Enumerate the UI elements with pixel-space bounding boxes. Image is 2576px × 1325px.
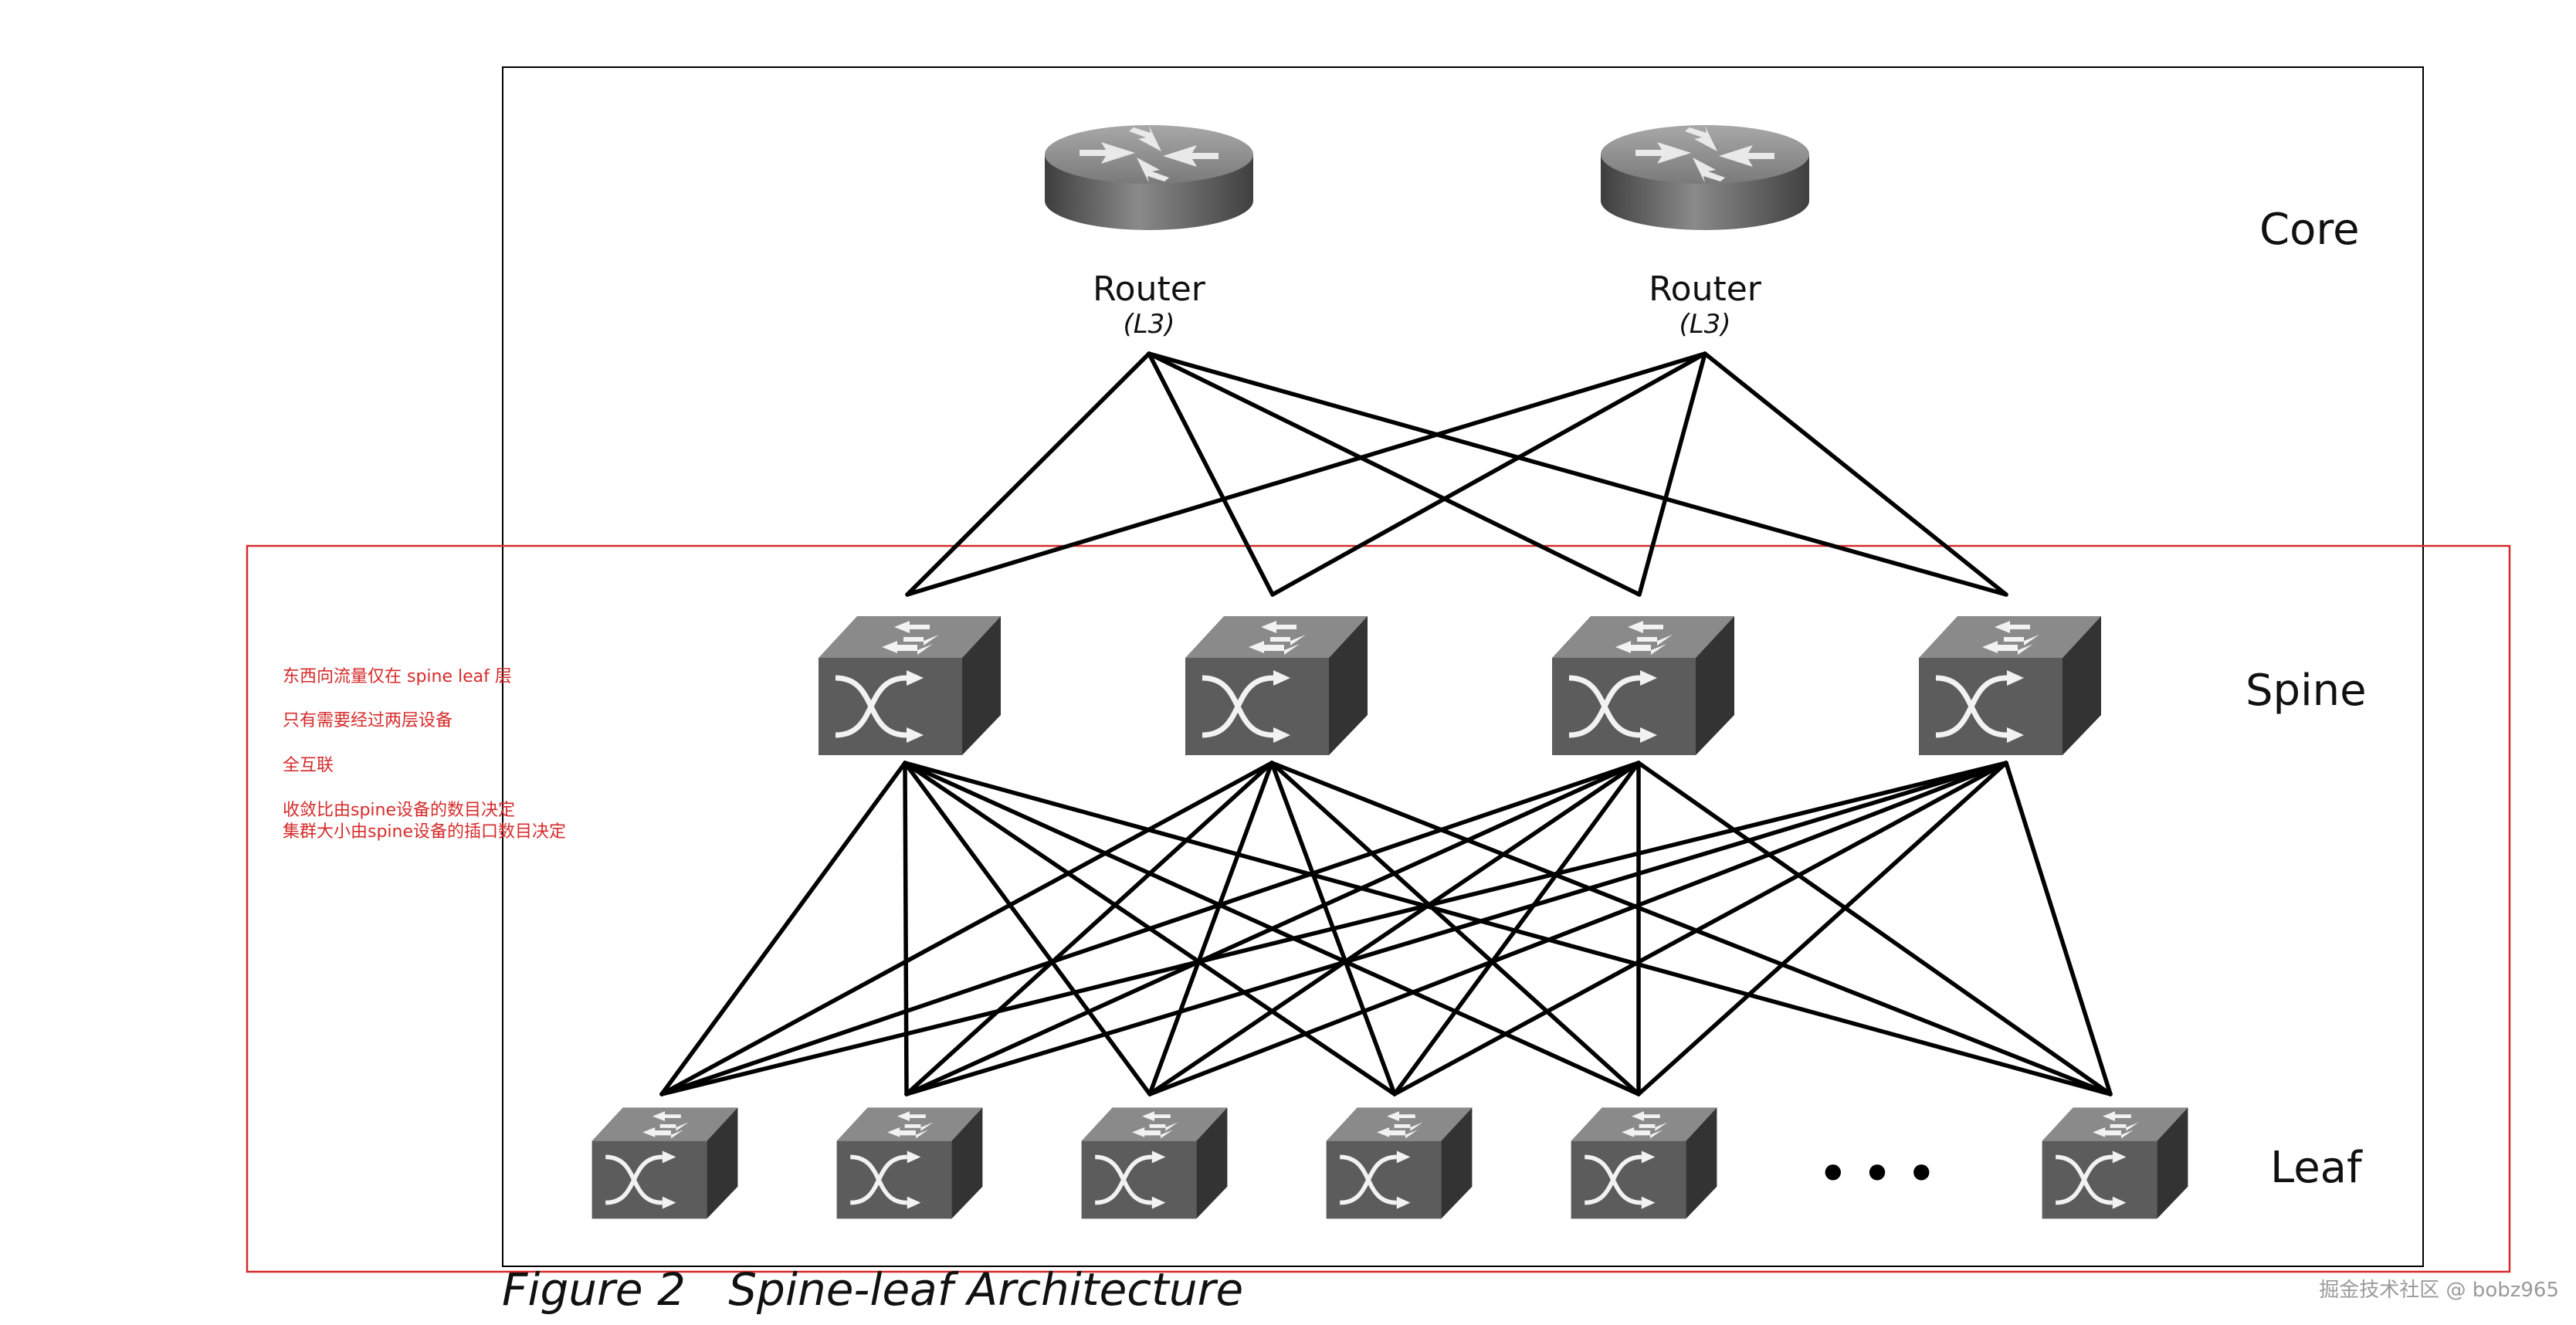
router-label: Router (L3) (1056, 269, 1242, 341)
router-spine-links (905, 351, 2008, 597)
layer-label-spine: Spine (2246, 666, 2367, 716)
router-name: Router (1093, 269, 1205, 309)
router-icon (1033, 125, 1265, 230)
note-cluster-size: 集群大小由spine设备的插口数目决定 (283, 822, 567, 842)
leaf-switch-icon (2042, 1107, 2188, 1218)
spine-switch-icon (1552, 616, 1734, 755)
router-layer: (L3) (1123, 309, 1175, 340)
note-east-west-traffic: 东西向流量仅在 spine leaf 层 (283, 667, 512, 686)
layer-label-leaf: Leaf (2270, 1143, 2362, 1193)
note-two-layer-devices: 只有需要经过两层设备 (283, 711, 453, 730)
layer-label-core: Core (2259, 205, 2360, 255)
leaf-switch-icon (592, 1107, 738, 1218)
spine-switch-icon (1185, 616, 1368, 755)
spine-leaf-links (659, 761, 2113, 1096)
spine-switch-icon (1919, 616, 2101, 755)
figure-caption: Figure 2 Spine-leaf Architecture (502, 1263, 1244, 1316)
spine-leaf-highlight-box (246, 544, 2511, 1273)
leaf-switch-icon (1571, 1107, 1717, 1218)
architecture-frame (502, 66, 2424, 1267)
router-name: Router (1649, 269, 1761, 309)
leaf-switch-icon (1082, 1107, 1228, 1218)
leaf-ellipsis: • • • (1818, 1147, 1936, 1200)
router-layer: (L3) (1679, 309, 1731, 340)
leaf-switch-icon (837, 1107, 983, 1218)
leaf-switch-icon (1327, 1107, 1473, 1218)
router-icon (1589, 125, 1821, 230)
spine-switch-icon (819, 616, 1001, 755)
note-oversubscription-ratio: 收敛比由spine设备的数目决定 (283, 801, 516, 820)
note-full-mesh: 全互联 (283, 756, 334, 775)
watermark: 掘金技术社区 @ bobz965 (2319, 1279, 2559, 1302)
router-label: Router (L3) (1612, 269, 1798, 341)
